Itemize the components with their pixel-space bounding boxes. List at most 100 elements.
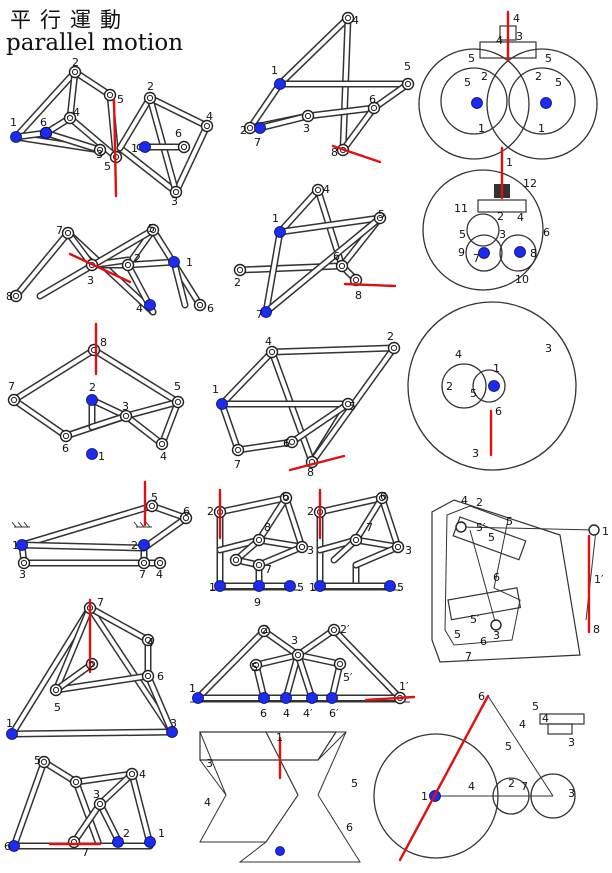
fig-w4-label: 4 (519, 718, 526, 731)
fig-i-label: 9 (254, 596, 261, 609)
fig-f1-label: 7 (465, 650, 472, 663)
fig-l-bar-inner (262, 629, 300, 657)
fig-m-label: 3 (93, 788, 100, 801)
fig-w3-label: 6 (495, 405, 502, 418)
fig-l-joint (327, 623, 341, 637)
fig-a-trace-line (112, 98, 118, 198)
fig-j-bar-inner (354, 538, 400, 549)
fig-w3-wheel (472, 369, 506, 403)
fig-j-joint-pin (394, 543, 402, 551)
fig-j-label: 3 (405, 544, 412, 557)
fig-w3-label: 3 (472, 447, 479, 460)
fig-g-trace-line (288, 454, 346, 472)
fig-h-joint (145, 499, 159, 513)
fig-i-joint (295, 540, 309, 554)
linkage-bars-layer (8, 14, 412, 850)
fig-f1-label: 5 (506, 515, 513, 528)
fig-f-bar-inner (124, 414, 164, 446)
fig-h-joint (17, 556, 31, 570)
fig-e-label: 4 (136, 302, 143, 315)
fig-e-bar-inner (14, 231, 70, 298)
fig-l-label: 2 (262, 623, 269, 636)
fig-l-joint-pin (336, 660, 344, 668)
fig-f-joint (59, 429, 73, 443)
fig-m-joint-pin (40, 758, 48, 766)
fig-e-bar-inner (126, 260, 176, 267)
fig-k-label: 6 (157, 670, 164, 683)
fig-j-bar-inner (380, 496, 400, 549)
fig-f1-label: 1 (602, 525, 609, 538)
fig-b-label: 6 (175, 127, 182, 140)
fig-m-joint (125, 767, 139, 781)
fig-m-fixed-pivot (112, 836, 124, 848)
fig-e-bar-inner (66, 231, 94, 267)
fig-i-joint-pin (255, 561, 263, 569)
fig-g-label: 4 (265, 335, 272, 348)
fig-m-fixed-pivot (144, 836, 156, 848)
fig-f-fixed-pivot (86, 394, 98, 406)
fig-w2-label: 3 (499, 228, 506, 241)
fig-e-joint-pin (64, 229, 72, 237)
fig-w1-fixed-pivot (540, 97, 552, 109)
fig-i-fixed-pivot (253, 580, 265, 592)
fig-c-trace-line (331, 144, 382, 164)
wheels-layer (373, 48, 598, 859)
fig-f-joint-pin (122, 412, 130, 420)
fig-f-joint-pin (10, 396, 18, 404)
fig-w2-label: 4 (517, 211, 524, 224)
fig-a-bar-inner (14, 70, 77, 139)
fig-c-label: 4 (352, 14, 359, 27)
fig-i-label: 1 (209, 581, 216, 594)
fig-k-label: 2 (88, 660, 95, 673)
fig-w3-wheel (407, 301, 577, 471)
fig-l-bar-inner (296, 628, 336, 657)
fig-w4-wheel (530, 773, 576, 819)
fig-d-joint-pin (236, 266, 244, 274)
fig-k-bar-inner (54, 606, 92, 692)
fig-h-bar-inner (142, 516, 188, 550)
fig-c-fixed-pivot (254, 122, 266, 134)
fig-a-label: 6 (40, 116, 47, 129)
fig-i-joint (279, 491, 293, 505)
fig-p1-label: 1 (276, 731, 283, 744)
fig-j-label: 5 (397, 581, 404, 594)
fig-a-fixed-pivot (40, 127, 52, 139)
fig-j-bar-inner (354, 496, 384, 542)
fig-a-joint (68, 65, 82, 79)
fig-f-bar-inner (12, 398, 68, 438)
fig-h-joint (179, 511, 193, 525)
fig-p1-label: 4 (204, 796, 211, 809)
fig-a-joint-pin (106, 91, 114, 99)
fig-g-joint-pin (288, 438, 296, 446)
fig-i-joint-pin (298, 543, 306, 551)
fig-a-joint (103, 88, 117, 102)
fig-e-joint (121, 258, 135, 272)
fig-c-label: 6 (369, 93, 376, 106)
title-english: parallel motion (6, 30, 184, 56)
fig-p1-label: 5 (351, 777, 358, 790)
fig-c-bar-inner (278, 16, 350, 86)
fig-f-joint-pin (62, 432, 70, 440)
fig-a-label: 3 (96, 148, 103, 161)
fig-w1-label: 4 (496, 34, 503, 47)
fig-i-joint (229, 553, 243, 567)
fig-d-label: 8 (355, 289, 362, 302)
fig-a-bar-inner (68, 70, 77, 120)
fig-w2-label: 6 (543, 226, 550, 239)
fig-l-bar-inner (196, 629, 266, 700)
fig-b-joint-pin (180, 143, 188, 151)
fig-l-label: 6 (260, 707, 267, 720)
fig-i-joint-pin (232, 556, 240, 564)
fig-l-fixed-pivot (326, 692, 338, 704)
fig-h-joint (153, 556, 167, 570)
fig-l-joint-pin (294, 651, 302, 659)
fig-w4-label: 5 (532, 700, 539, 713)
fig-f1-label: 4 (461, 494, 468, 507)
fig-e-label: 6 (207, 302, 214, 315)
fig-e-label: 1 (186, 256, 193, 269)
fig-c-label: 3 (303, 122, 310, 135)
fig-l-bar-inner (296, 653, 342, 666)
fig-b-joint-pin (146, 94, 154, 102)
fig-w1-label: 1 (538, 122, 545, 135)
